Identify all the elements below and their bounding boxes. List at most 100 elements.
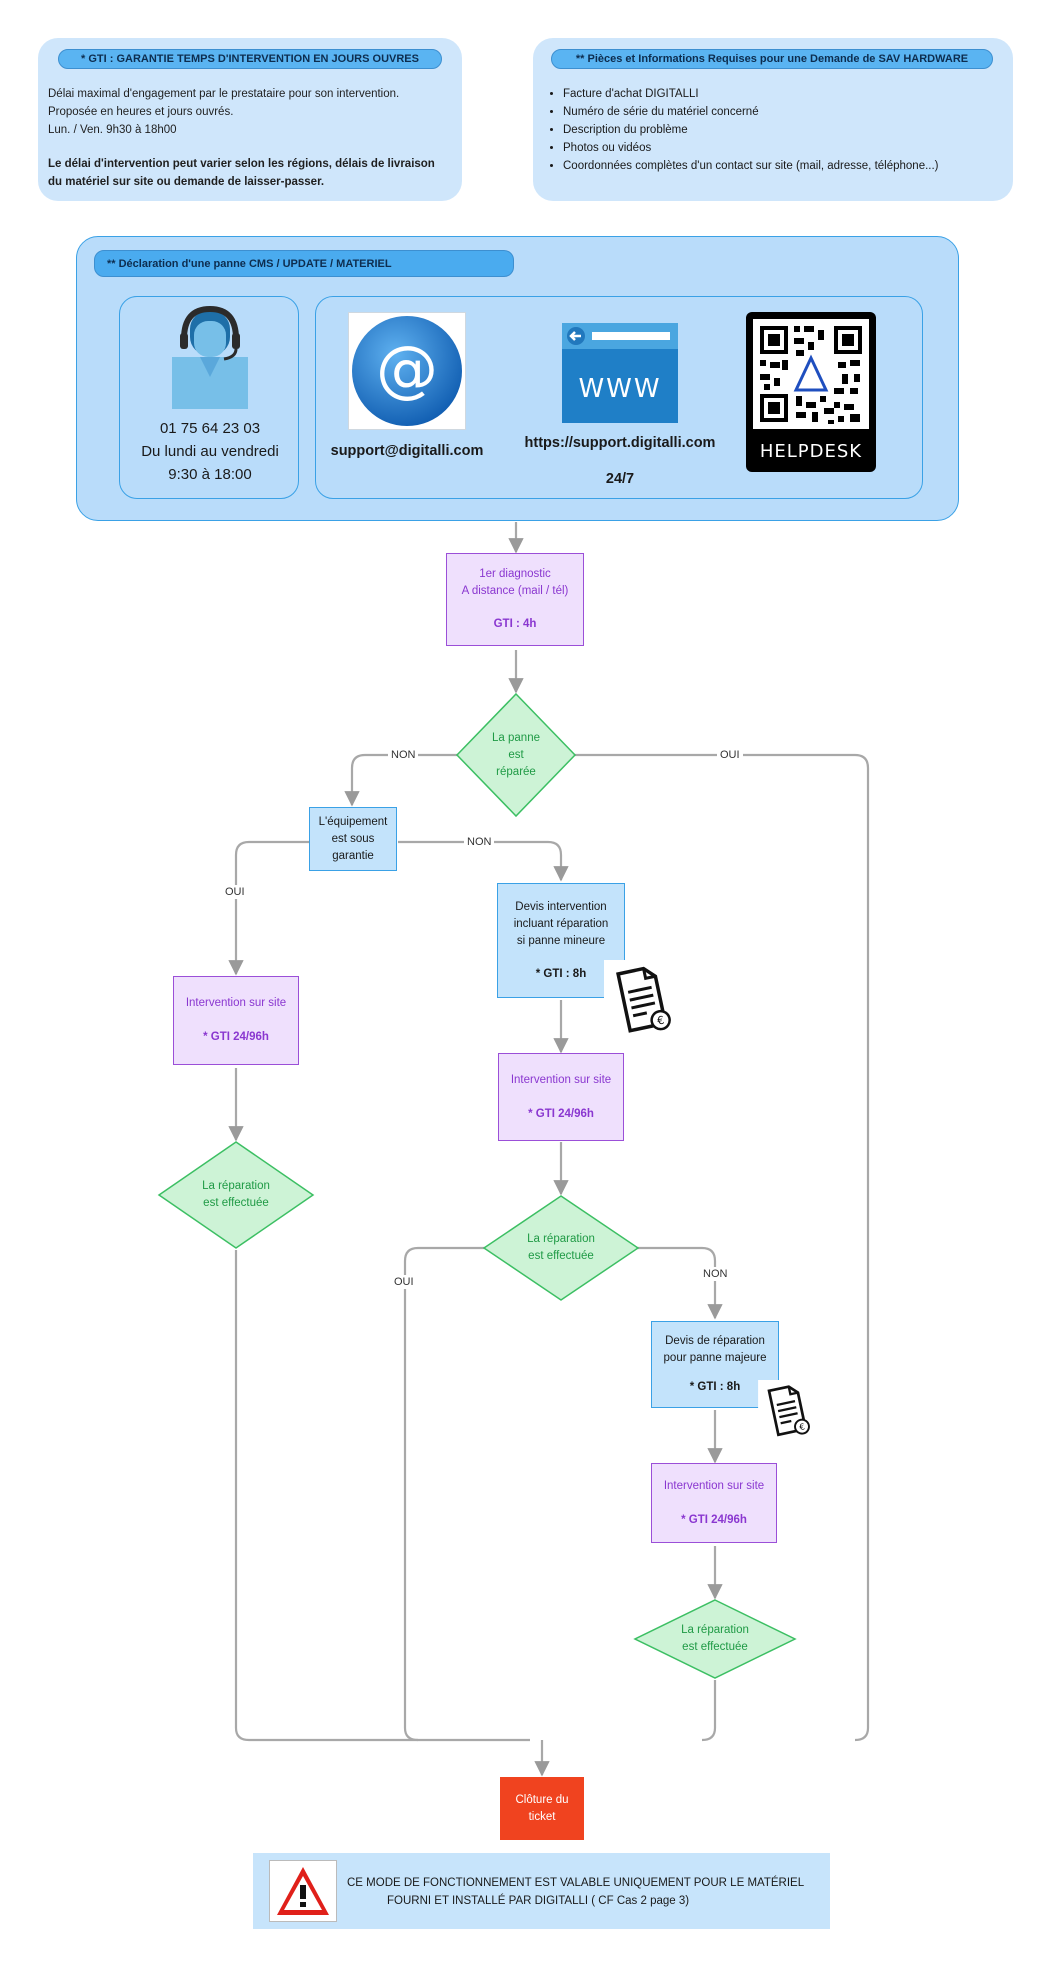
connector-repair-mid-oui [403, 1246, 486, 1742]
edge-label-oui-1: OUI [717, 748, 743, 762]
parts-list: Facture d'achat DIGITALLI Numéro de séri… [547, 85, 1007, 175]
warning-triangle-icon [277, 1867, 329, 1915]
decision-repair-left-label: La réparation est effectuée [181, 1175, 291, 1215]
intervention-left-gti: * GTI 24/96h [203, 1031, 269, 1043]
decision-panne-reparee [455, 692, 577, 818]
node-quote-minor: Devis intervention incluant réparation s… [497, 883, 625, 998]
devis2-line-2: pour panne majeure [663, 1352, 767, 1364]
decision-repair-mid-label: La réparation est effectuée [506, 1228, 616, 1268]
node-first-diagnostic: 1er diagnostic A distance (mail / tél) G… [446, 553, 584, 646]
repair-right-line-1: La réparation [681, 1624, 749, 1636]
connector-warranty-non [398, 840, 569, 882]
decision-panne-label: La panne est réparée [476, 726, 556, 784]
equip-line-3: garantie [332, 849, 374, 862]
gti-description: Délai maximal d'engagement par le presta… [48, 85, 458, 191]
parts-info-box: ** Pièces et Informations Requises pour … [533, 38, 1013, 201]
decision-reparation-left [157, 1141, 315, 1249]
decision-repair-right-label: La réparation est effectuée [660, 1619, 770, 1659]
phone-contact-panel: 01 75 64 23 03 Du lundi au vendredi 9:30… [119, 296, 299, 499]
devis1-line-1: Devis intervention [515, 900, 607, 913]
connector-warranty-oui [228, 840, 310, 976]
edge-label-non-2: NON [464, 835, 495, 849]
close-line-1: Clôture du [515, 1793, 569, 1806]
phone-number[interactable]: 01 75 64 23 03 [159, 420, 261, 437]
warning-text: CE MODE DE FONCTIONNEMENT EST VALABLE UN… [347, 1874, 827, 1910]
parts-item: Photos ou vidéos [563, 139, 1007, 157]
decision-reparation-right [633, 1599, 797, 1679]
equip-line-1: L'équipement [318, 815, 388, 828]
warning-line-1: CE MODE DE FONCTIONNEMENT EST VALABLE UN… [347, 1877, 805, 1889]
parts-item: Coordonnées complètes d'un contact sur s… [563, 157, 1007, 175]
repair-right-line-2: est effectuée [682, 1641, 748, 1653]
edge-label-non-1: NON [388, 748, 419, 762]
connector-repair-right-to-close [701, 1680, 717, 1742]
close-line-2: ticket [528, 1810, 556, 1823]
online-contact-panel: @ support@digitalli.com WWW https://supp… [315, 296, 923, 499]
devis2-line-1: Devis de réparation [665, 1335, 765, 1347]
phone-hours: 9:30 à 18:00 [168, 466, 252, 483]
gti-line-2: Proposée en heures et jours ouvrés. [48, 106, 234, 118]
node-intervention-mid: Intervention sur site * GTI 24/96h [498, 1053, 624, 1141]
node-equipment-warranty: L'équipement est sous garantie [309, 807, 397, 871]
support-agent-icon [172, 305, 248, 409]
gti-info-box: * GTI : GARANTIE TEMPS D'INTERVENTION EN… [38, 38, 462, 201]
devis1-line-3: si panne mineure [516, 934, 606, 947]
warning-line-2: FOURNI ET INSTALLÉ PAR DIGITALLI ( CF Ca… [387, 1895, 690, 1907]
repair-left-line-2: est effectuée [203, 1197, 269, 1209]
edge-label-non-3: NON [700, 1267, 731, 1281]
panne-line-2: est [508, 748, 524, 761]
warning-box: CE MODE DE FONCTIONNEMENT EST VALABLE UN… [253, 1853, 830, 1929]
node-close-ticket: Clôture du ticket [500, 1777, 584, 1840]
decision-reparation-mid [482, 1195, 640, 1301]
phone-days: Du lundi au vendredi [141, 443, 279, 460]
devis1-line-2: incluant réparation [513, 917, 609, 930]
intervention-left-label: Intervention sur site [185, 997, 287, 1009]
helpdesk-qr-icon[interactable]: HELPDESK [746, 312, 876, 472]
parts-item: Description du problème [563, 121, 1007, 139]
connector-repair-mid-non [636, 1246, 723, 1320]
repair-mid-line-2: est effectuée [528, 1250, 594, 1262]
intervention-mid-gti: * GTI 24/96h [528, 1107, 594, 1120]
invoice-euro-icon: € [758, 1380, 814, 1442]
edge-label-oui-3: OUI [391, 1275, 417, 1289]
www-text: WWW [578, 374, 661, 404]
intervention-mid-label: Intervention sur site [510, 1073, 612, 1086]
phone-info: 01 75 64 23 03 Du lundi au vendredi 9:30… [120, 417, 300, 486]
gti-bold-line-2: du matériel sur site ou demande de laiss… [48, 176, 325, 188]
svg-text:€: € [799, 1422, 806, 1433]
panne-line-3: réparée [496, 765, 536, 778]
gti-bold-line-1: Le délai d'intervention peut varier selo… [48, 158, 435, 170]
node-intervention-right: Intervention sur site * GTI 24/96h [651, 1463, 777, 1543]
diag-line-1: 1er diagnostic [479, 568, 551, 580]
intervention-right-label: Intervention sur site [663, 1479, 765, 1492]
equip-line-2: est sous [331, 832, 375, 845]
invoice-euro-icon: € [604, 960, 676, 1040]
svg-text:€: € [656, 1014, 666, 1028]
diag-gti: GTI : 4h [493, 618, 537, 630]
website-url[interactable]: https://support.digitalli.com [524, 435, 716, 451]
availability-label: 24/7 [605, 471, 635, 487]
declaration-panel: ** Déclaration d'une panne CMS / UPDATE … [76, 236, 959, 521]
panne-line-1: La panne [492, 731, 540, 744]
helpdesk-text: HELPDESK [760, 441, 862, 462]
email-address[interactable]: support@digitalli.com [330, 443, 484, 459]
repair-mid-line-1: La réparation [527, 1233, 595, 1245]
svg-text:@: @ [376, 332, 438, 405]
parts-item: Facture d'achat DIGITALLI [563, 85, 1007, 103]
parts-item: Numéro de série du matériel concerné [563, 103, 1007, 121]
gti-title: * GTI : GARANTIE TEMPS D'INTERVENTION EN… [58, 49, 442, 69]
declaration-title: ** Déclaration d'une panne CMS / UPDATE … [94, 250, 514, 277]
repair-left-line-1: La réparation [202, 1180, 270, 1192]
edge-label-oui-2: OUI [222, 885, 248, 899]
intervention-right-gti: * GTI 24/96h [681, 1513, 747, 1526]
connector-decision-oui [574, 753, 870, 1742]
connector-repair-left-to-close [234, 1250, 530, 1742]
connector-decision-non [344, 753, 460, 807]
parts-title: ** Pièces et Informations Requises pour … [551, 49, 993, 69]
diag-line-2: A distance (mail / tél) [461, 585, 569, 597]
gti-line-1: Délai maximal d'engagement par le presta… [48, 88, 400, 100]
node-intervention-left: Intervention sur site * GTI 24/96h [173, 976, 299, 1065]
node-quote-major: Devis de réparation pour panne majeure *… [651, 1321, 779, 1408]
gti-line-3: Lun. / Ven. 9h30 à 18h00 [48, 124, 177, 136]
